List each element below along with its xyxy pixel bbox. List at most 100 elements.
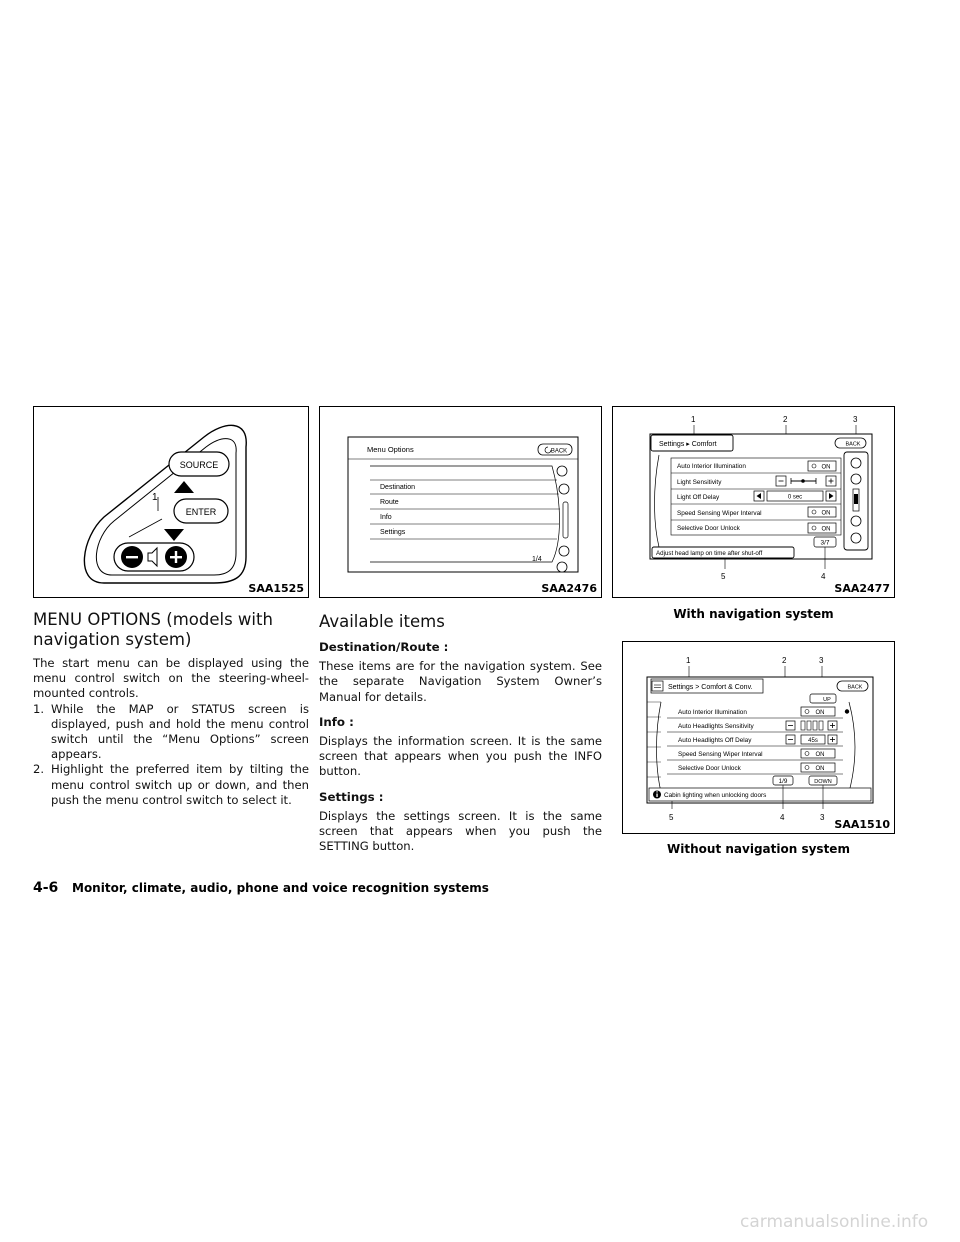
- middle-column: Destination/Route : These items are for …: [319, 634, 602, 854]
- level-bar: [800, 720, 806, 731]
- page-indicator: 1/4: [532, 556, 542, 563]
- row-label-2: Auto Headlights Sensitivity: [678, 723, 754, 730]
- row-label-2: Light Sensitivity: [677, 479, 722, 486]
- figure-settings-with-nav: 1 2 3 Settings ▸ Comfort BACK Auto Inter…: [612, 406, 895, 598]
- figure-settings-without-nav: 1 2 3 Settings > Comfort & Conv. BACK UP…: [622, 641, 895, 834]
- settings-comfort-conv-screen: 1 2 3 Settings > Comfort & Conv. BACK UP…: [646, 656, 874, 822]
- callout-1: 1: [152, 492, 158, 503]
- callout-2: 2: [782, 656, 787, 665]
- indicator-dot-icon: [844, 709, 850, 714]
- callout-5: 5: [721, 572, 726, 581]
- figure-caption: Without navigation system: [667, 842, 850, 856]
- svg-text:DOWN: DOWN: [814, 779, 831, 785]
- callout-5: 5: [669, 813, 674, 822]
- help-box: [651, 546, 795, 559]
- section-heading: Available items: [319, 612, 445, 631]
- svg-text:BACK: BACK: [846, 442, 861, 448]
- step-text: Highlight the preferred item by tilting …: [51, 762, 309, 807]
- toggle-icon: [804, 751, 810, 756]
- toggle-icon: [811, 509, 817, 515]
- svg-text:ON: ON: [822, 527, 831, 533]
- left-column: The start menu can be displayed using th…: [33, 656, 309, 808]
- figure-code: SAA1510: [834, 818, 890, 831]
- menu-options-screen: Menu Options BACK Destination Route Info…: [347, 436, 579, 573]
- page-indicator: 3/7: [820, 540, 829, 547]
- paragraph-destination-route: These items are for the navigation syste…: [319, 659, 602, 704]
- figure-steering-switch: SOURCE ENTER 1 SAA1525: [33, 406, 309, 598]
- left-arrow-icon: [756, 493, 761, 499]
- up-arrow-icon: [174, 481, 194, 493]
- paragraph-settings: Displays the settings screen. It is the …: [319, 808, 602, 854]
- footer-section-title: Monitor, climate, audio, phone and voice…: [72, 881, 489, 895]
- step-2: 2. Highlight the preferred item by tilti…: [33, 762, 309, 808]
- enter-button-shape: [173, 498, 229, 524]
- figure-menu-options: Menu Options BACK Destination Route Info…: [319, 406, 602, 598]
- subheading-destination-route: Destination/Route :: [319, 640, 449, 654]
- row-label-4: Speed Sensing Wiper Interval: [677, 510, 762, 517]
- section-heading: MENU OPTIONS (models with navigation sys…: [33, 610, 273, 649]
- toggle-icon: [804, 765, 810, 770]
- toggle-icon: [804, 709, 810, 714]
- menu-item-info: Info: [380, 514, 392, 521]
- help-text: Adjust head lamp on time after shut-off: [656, 550, 762, 557]
- watermark: carmanualsonline.info: [740, 1212, 929, 1232]
- figure-caption: With navigation system: [673, 607, 834, 621]
- intro-paragraph: The start menu can be displayed using th…: [33, 656, 309, 701]
- step-text: While the MAP or STATUS screen is displa…: [51, 701, 309, 762]
- scroll-down-icon: [558, 545, 570, 557]
- scroll-down-icon: [850, 515, 862, 527]
- svg-text:BACK: BACK: [551, 449, 567, 455]
- step-number: 2.: [33, 762, 45, 777]
- back-button: [836, 680, 869, 692]
- row-label-5: Selective Door Unlock: [678, 765, 742, 772]
- help-box: [648, 787, 872, 802]
- back-arrow-icon: [544, 446, 552, 454]
- breadcrumb: Settings > Comfort & Conv.: [668, 684, 753, 691]
- svg-text:45s: 45s: [808, 738, 818, 744]
- svg-text:0 sec: 0 sec: [788, 495, 802, 501]
- step-1: 1. While the MAP or STATUS screen is dis…: [33, 702, 309, 763]
- help-text: Cabin lighting when unlocking doors: [664, 792, 766, 799]
- scroll-top-icon: [556, 465, 568, 477]
- settings-comfort-screen: 1 2 3 Settings ▸ Comfort BACK Auto Inter…: [649, 415, 873, 581]
- svg-text:BACK: BACK: [848, 685, 863, 691]
- scroll-up-icon: [558, 483, 570, 495]
- menu-title: Menu Options: [367, 445, 414, 454]
- svg-text:ON: ON: [822, 511, 831, 517]
- subheading-info: Info :: [319, 714, 354, 729]
- step-number: 1.: [33, 701, 45, 716]
- source-button-shape: [168, 451, 230, 477]
- svg-text:ON: ON: [822, 465, 831, 471]
- callout-1: 1: [686, 656, 691, 665]
- breadcrumb-box: [650, 434, 734, 452]
- svg-text:ON: ON: [816, 752, 825, 758]
- menu-item-settings: Settings: [380, 529, 406, 536]
- scroll-up-icon: [850, 473, 862, 485]
- down-arrow-icon: [164, 529, 184, 541]
- callout-3-bottom: 3: [820, 813, 825, 822]
- right-arrow-icon: [829, 493, 834, 499]
- row-label-4: Speed Sensing Wiper Interval: [678, 751, 763, 758]
- svg-text:ON: ON: [816, 710, 825, 716]
- subheading-settings: Settings :: [319, 789, 384, 804]
- toggle-icon: [811, 525, 817, 531]
- callout-1: 1: [691, 415, 696, 424]
- scrollbar: [562, 501, 569, 539]
- scroll-top-icon: [850, 457, 862, 469]
- row-label-1: Auto Interior Illumination: [677, 463, 746, 470]
- svg-text:UP: UP: [823, 697, 831, 703]
- back-button: [537, 443, 573, 456]
- figure-code: SAA2476: [541, 582, 597, 595]
- page-indicator: 1/9: [779, 778, 788, 785]
- page-number: 4-6: [33, 880, 59, 896]
- toggle-icon: [811, 463, 817, 469]
- callout-4: 4: [821, 572, 826, 581]
- figure-code: SAA1525: [248, 582, 304, 595]
- steering-switch-illustration: SOURCE ENTER 1: [83, 424, 247, 584]
- callout-3: 3: [819, 656, 824, 665]
- scroll-bottom-icon: [850, 532, 862, 544]
- up-button: [809, 693, 837, 704]
- speaker-icon: [147, 546, 158, 568]
- row-label-3: Auto Headlights Off Delay: [678, 737, 752, 744]
- enter-label: ENTER: [186, 507, 217, 517]
